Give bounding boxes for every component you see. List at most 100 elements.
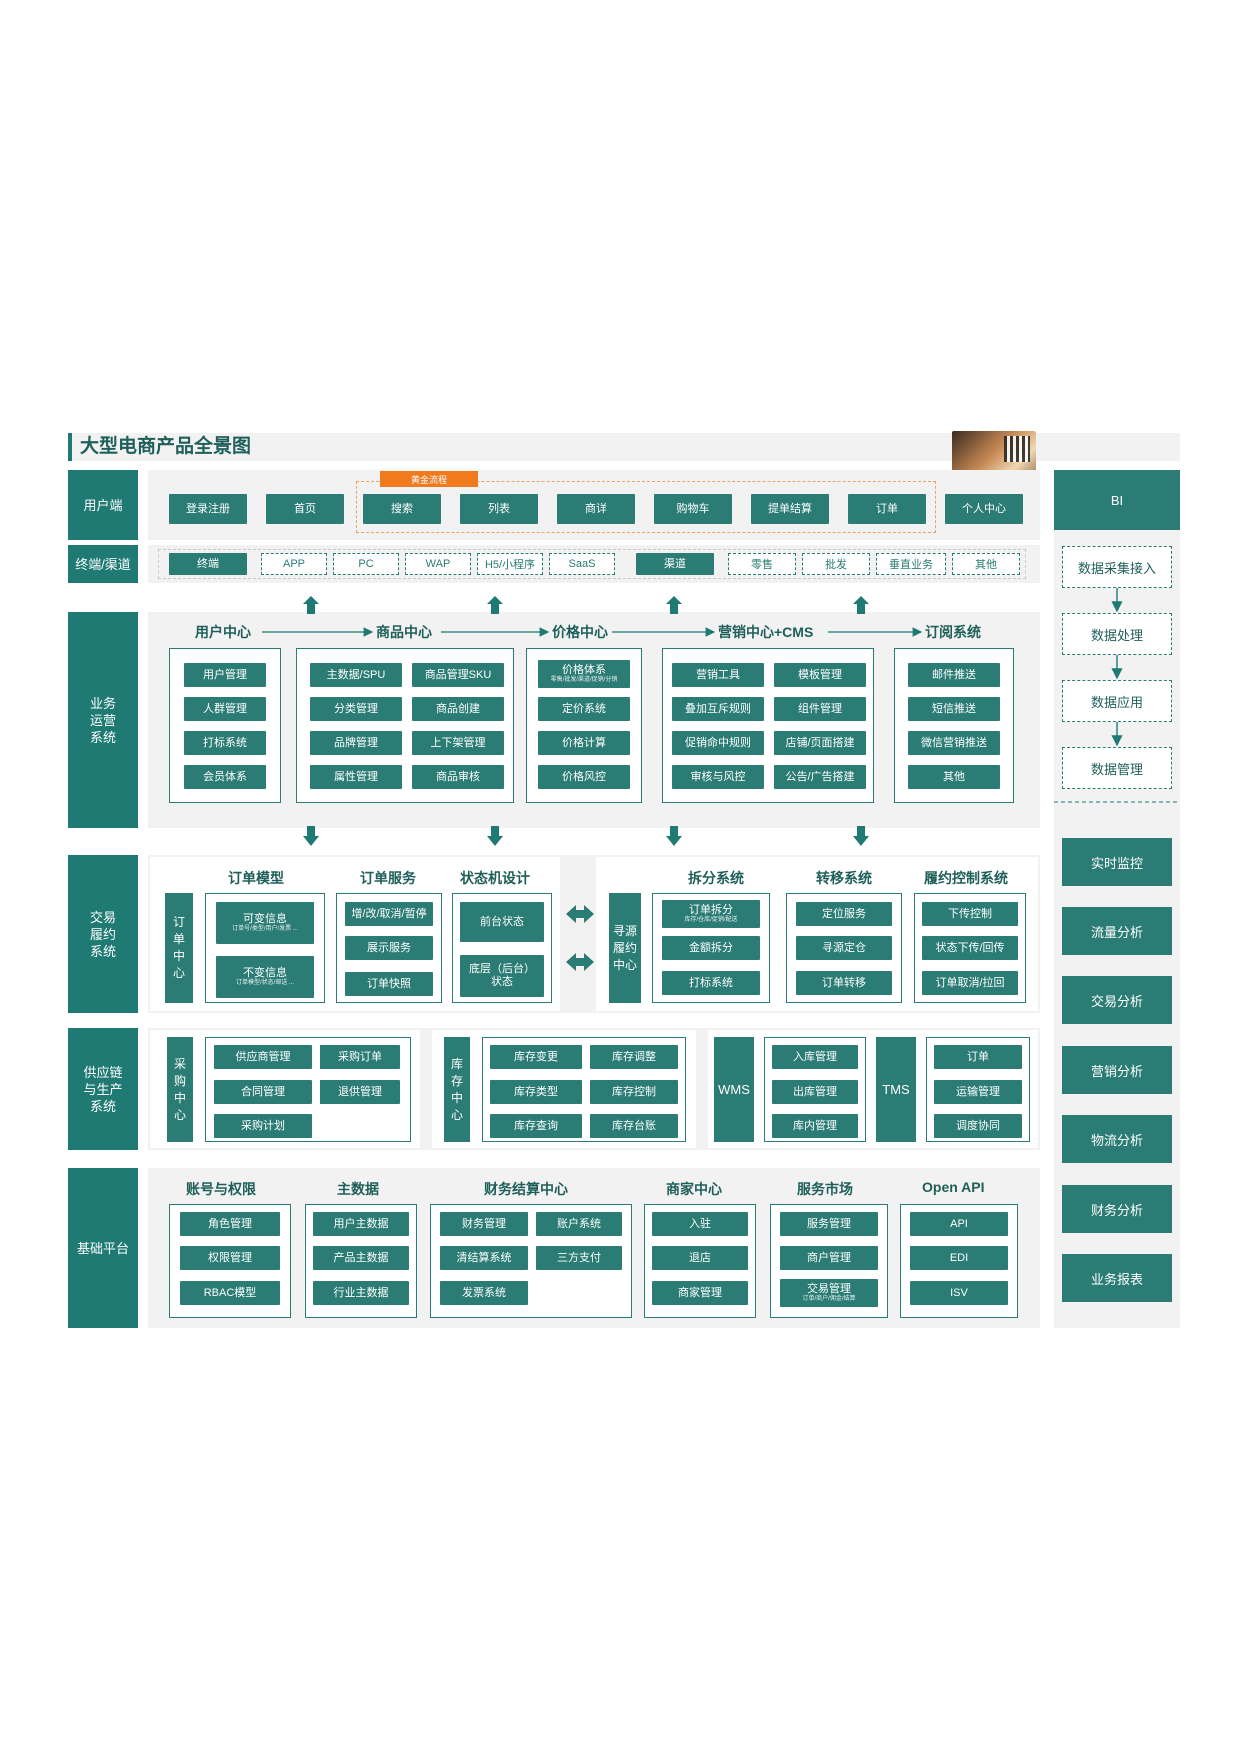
edi-button[interactable]: EDI: [910, 1246, 1008, 1270]
terminal-h5[interactable]: H5/小程序: [477, 553, 543, 575]
trade-manage-button[interactable]: 交易管理订单/商户/佣金/结算: [780, 1279, 878, 1307]
price-risk-button[interactable]: 价格风控: [538, 765, 630, 789]
dispatch-button[interactable]: 调度协同: [934, 1114, 1022, 1138]
settlement-button[interactable]: 清结算系统: [440, 1246, 528, 1270]
promo-rule-button[interactable]: 促销命中规则: [672, 731, 764, 755]
bi-report-marketing[interactable]: 营销分析: [1062, 1046, 1172, 1094]
overlay-rule-button[interactable]: 叠加互斥规则: [672, 697, 764, 721]
bi-report-trade[interactable]: 交易分析: [1062, 976, 1172, 1024]
bi-report-traffic[interactable]: 流量分析: [1062, 907, 1172, 955]
product-detail-button[interactable]: 商详: [557, 494, 635, 524]
bi-title[interactable]: BI: [1054, 470, 1180, 530]
rbac-button[interactable]: RBAC模型: [180, 1281, 280, 1305]
crowd-manage-button[interactable]: 人群管理: [184, 697, 266, 721]
stock-adjust-button[interactable]: 库存调整: [590, 1045, 678, 1069]
search-button[interactable]: 搜索: [363, 494, 441, 524]
return-supplier-button[interactable]: 退供管理: [312, 1080, 400, 1104]
isv-button[interactable]: ISV: [910, 1281, 1008, 1305]
cart-button[interactable]: 购物车: [654, 494, 732, 524]
email-push-button[interactable]: 邮件推送: [908, 663, 1000, 687]
back-state-button[interactable]: 底层（后台） 状态: [460, 955, 544, 997]
stock-query-button[interactable]: 库存查询: [490, 1114, 582, 1138]
transport-button[interactable]: 运输管理: [934, 1080, 1022, 1104]
marketing-tools-button[interactable]: 营销工具: [672, 663, 764, 687]
industry-master-button[interactable]: 行业主数据: [313, 1281, 409, 1305]
amount-split-button[interactable]: 金额拆分: [662, 936, 760, 960]
invariable-info-button[interactable]: 不变信息订单模型/状态/邮送 ...: [216, 956, 314, 998]
home-button[interactable]: 首页: [266, 494, 344, 524]
bi-report-realtime[interactable]: 实时监控: [1062, 838, 1172, 886]
push-control-button[interactable]: 下传控制: [922, 902, 1018, 926]
locate-service-button[interactable]: 定位服务: [796, 902, 892, 926]
product-master-button[interactable]: 产品主数据: [313, 1246, 409, 1270]
account-system-button[interactable]: 账户系统: [536, 1212, 622, 1236]
channel-wholesale[interactable]: 批发: [802, 553, 870, 575]
bi-report-logistics[interactable]: 物流分析: [1062, 1115, 1172, 1163]
contract-button[interactable]: 合同管理: [214, 1080, 312, 1104]
channel-button[interactable]: 渠道: [636, 553, 714, 575]
stock-control-button[interactable]: 库存控制: [590, 1080, 678, 1104]
channel-vertical[interactable]: 垂直业务: [876, 553, 946, 575]
warehouse-source-button[interactable]: 寻源定仓: [796, 936, 892, 960]
shop-manage-button[interactable]: 商户管理: [780, 1246, 878, 1270]
shelf-button[interactable]: 上下架管理: [412, 731, 504, 755]
warehouse-inner-button[interactable]: 库内管理: [772, 1114, 858, 1138]
bi-flow-process[interactable]: 数据处理: [1062, 613, 1172, 655]
review-risk-button[interactable]: 审核与风控: [672, 765, 764, 789]
invoice-button[interactable]: 发票系统: [440, 1281, 528, 1305]
bi-report-finance[interactable]: 财务分析: [1062, 1185, 1172, 1233]
order-cancel-button[interactable]: 订单取消/拉回: [922, 971, 1018, 995]
permission-button[interactable]: 权限管理: [180, 1246, 280, 1270]
login-register-button[interactable]: 登录注册: [169, 494, 247, 524]
checkout-button[interactable]: 提单结算: [751, 494, 829, 524]
purchase-plan-button[interactable]: 采购计划: [214, 1114, 312, 1138]
category-button[interactable]: 分类管理: [310, 697, 402, 721]
pricing-button[interactable]: 定价系统: [538, 697, 630, 721]
merchant-join-button[interactable]: 入驻: [652, 1212, 748, 1236]
variable-info-button[interactable]: 可变信息订单号/类型/用户/发票 ...: [216, 902, 314, 944]
stock-change-button[interactable]: 库存变更: [490, 1045, 582, 1069]
display-service-button[interactable]: 展示服务: [345, 936, 433, 960]
stock-type-button[interactable]: 库存类型: [490, 1080, 582, 1104]
stock-ledger-button[interactable]: 库存台账: [590, 1114, 678, 1138]
split-tag-button[interactable]: 打标系统: [662, 971, 760, 995]
front-state-button[interactable]: 前台状态: [460, 902, 544, 942]
user-manage-button[interactable]: 用户管理: [184, 663, 266, 687]
channel-retail[interactable]: 零售: [728, 553, 796, 575]
wechat-push-button[interactable]: 微信营销推送: [908, 731, 1000, 755]
supplier-button[interactable]: 供应商管理: [214, 1045, 312, 1069]
bi-report-business[interactable]: 业务报表: [1062, 1254, 1172, 1302]
component-button[interactable]: 组件管理: [774, 697, 866, 721]
finance-manage-button[interactable]: 财务管理: [440, 1212, 528, 1236]
template-button[interactable]: 模板管理: [774, 663, 866, 687]
tms-order-button[interactable]: 订单: [934, 1045, 1022, 1069]
terminal-pc[interactable]: PC: [333, 553, 399, 575]
tagging-button[interactable]: 打标系统: [184, 731, 266, 755]
list-button[interactable]: 列表: [460, 494, 538, 524]
subscribe-other-button[interactable]: 其他: [908, 765, 1000, 789]
service-manage-button[interactable]: 服务管理: [780, 1212, 878, 1236]
brand-button[interactable]: 品牌管理: [310, 731, 402, 755]
order-transfer-button[interactable]: 订单转移: [796, 971, 892, 995]
order-button[interactable]: 订单: [848, 494, 926, 524]
order-crud-button[interactable]: 增/改/取消/暂停: [345, 902, 433, 926]
merchant-manage-button[interactable]: 商家管理: [652, 1281, 748, 1305]
third-pay-button[interactable]: 三方支付: [536, 1246, 622, 1270]
order-snapshot-button[interactable]: 订单快照: [345, 972, 433, 996]
purchase-order-button[interactable]: 采购订单: [312, 1045, 400, 1069]
bi-flow-manage[interactable]: 数据管理: [1062, 747, 1172, 789]
inbound-button[interactable]: 入库管理: [772, 1045, 858, 1069]
bi-flow-apply[interactable]: 数据应用: [1062, 680, 1172, 722]
profile-center-button[interactable]: 个人中心: [945, 494, 1023, 524]
store-page-button[interactable]: 店铺/页面搭建: [774, 731, 866, 755]
terminal-button[interactable]: 终端: [169, 553, 247, 575]
product-review-button[interactable]: 商品审核: [412, 765, 504, 789]
spu-button[interactable]: 主数据/SPU: [310, 663, 402, 687]
order-split-button[interactable]: 订单拆分库存/仓库/促销/配送: [662, 900, 760, 928]
merchant-exit-button[interactable]: 退店: [652, 1246, 748, 1270]
terminal-wap[interactable]: WAP: [405, 553, 471, 575]
ad-build-button[interactable]: 公告/广告搭建: [774, 765, 866, 789]
api-button[interactable]: API: [910, 1212, 1008, 1236]
status-sync-button[interactable]: 状态下传/回传: [922, 936, 1018, 960]
bi-flow-collect[interactable]: 数据采集接入: [1062, 546, 1172, 588]
